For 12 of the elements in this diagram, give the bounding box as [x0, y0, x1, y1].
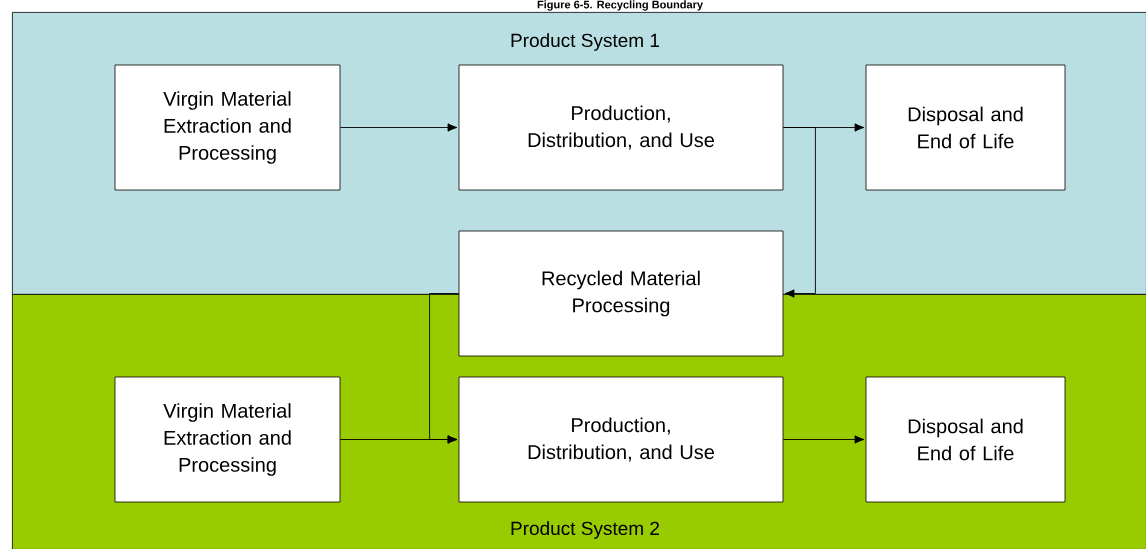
arrow — [782, 127, 816, 298]
process-box: Recycled Material Processing — [458, 230, 784, 357]
figure-title: Figure 6-5. Recycling Boundary — [537, 0, 703, 11]
arrow — [782, 435, 865, 444]
process-box: Disposal and End of Life — [865, 376, 1066, 503]
arrow — [429, 293, 460, 444]
process-box: Production, Distribution, and Use — [458, 64, 784, 191]
process-box: Disposal and End of Life — [865, 64, 1066, 191]
process-box: Virgin Material Extraction and Processing — [114, 376, 341, 503]
process-box: Production, Distribution, and Use — [458, 376, 784, 503]
arrow — [339, 123, 458, 132]
process-box: Virgin Material Extraction and Processing — [114, 64, 341, 191]
